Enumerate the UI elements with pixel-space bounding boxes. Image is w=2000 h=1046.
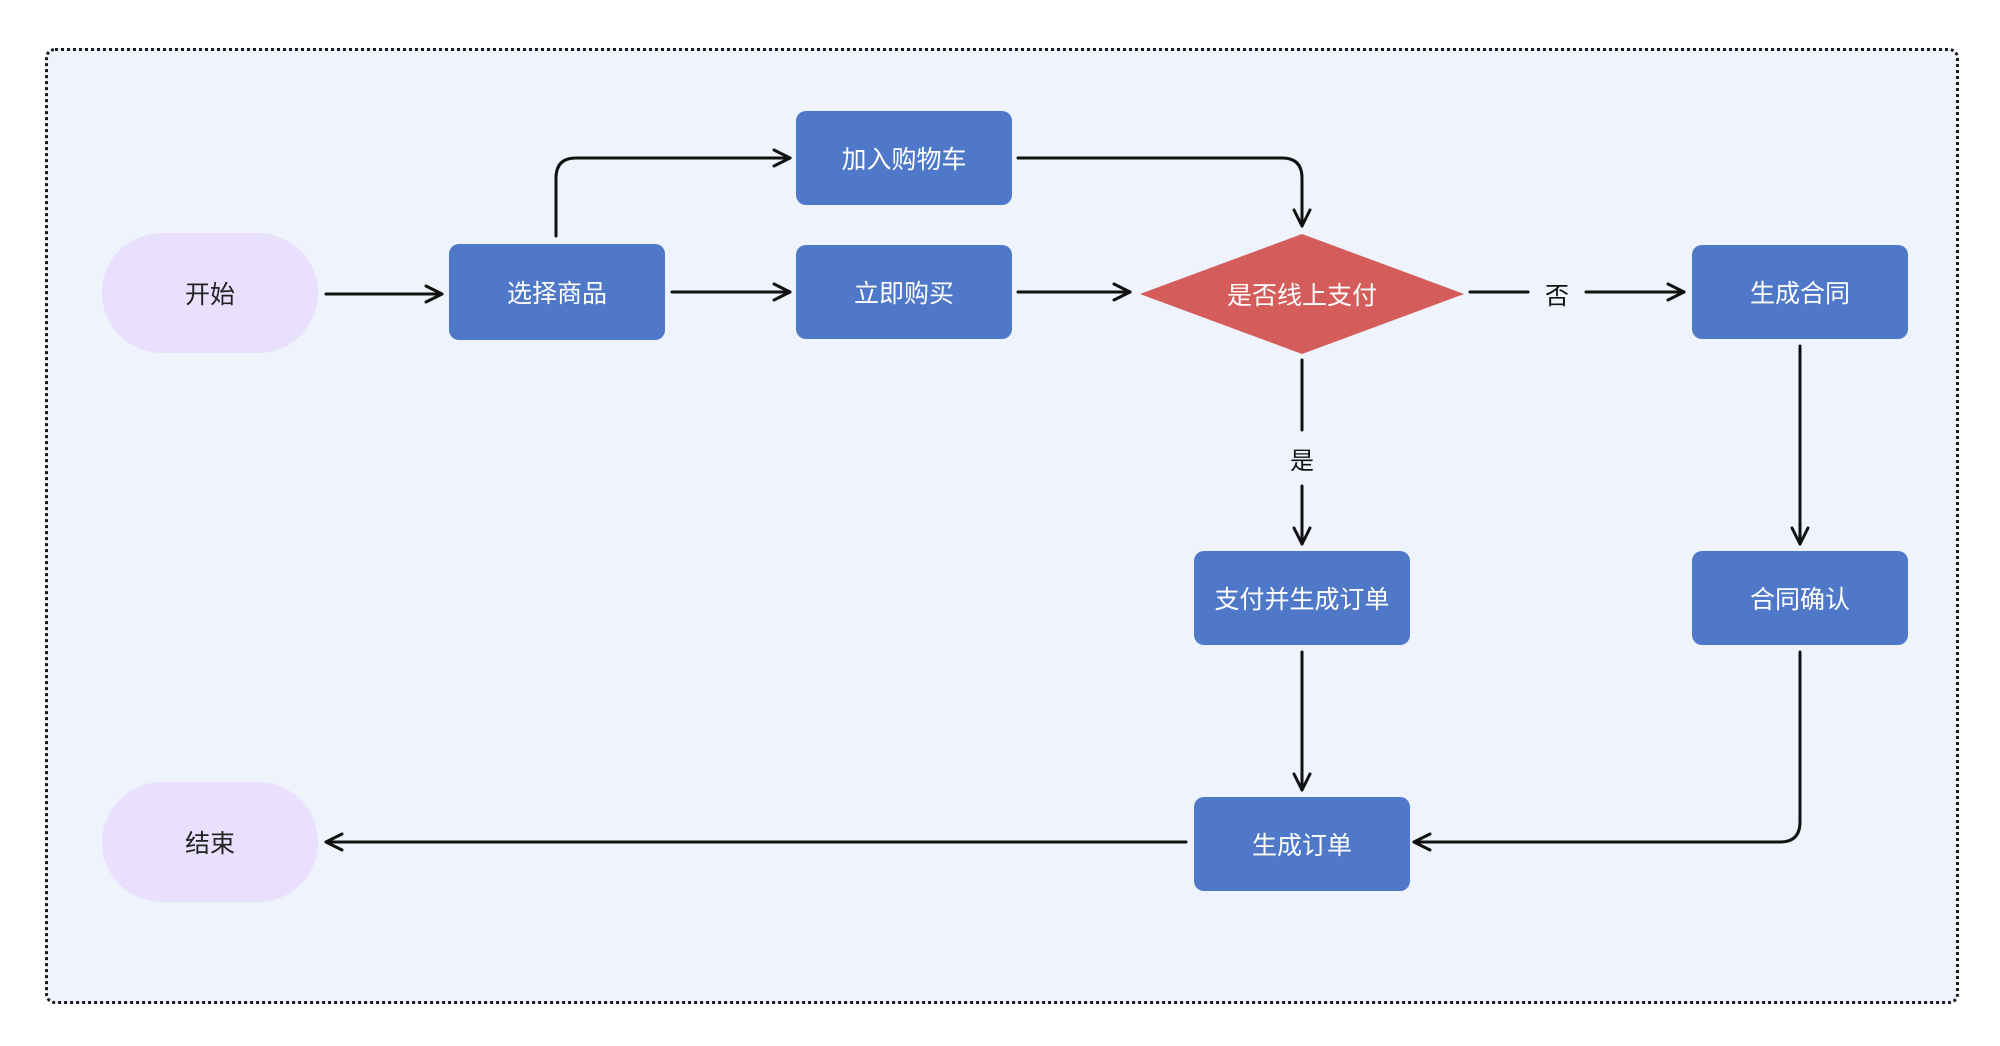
add-to-cart-label: 加入购物车 (841, 145, 967, 174)
edge-label-yes: 是 (1283, 440, 1321, 476)
pay-and-order-node[interactable]: 支付并生成订单 (1194, 551, 1410, 645)
start-node[interactable]: 开始 (102, 233, 318, 353)
generate-contract-node[interactable]: 生成合同 (1692, 245, 1908, 339)
buy-now-node[interactable]: 立即购买 (796, 245, 1012, 339)
pay-and-order-label: 支付并生成订单 (1214, 585, 1390, 614)
edge-select-cart (554, 148, 792, 238)
edge-cart-decision (1016, 156, 1312, 228)
diagram-frame (45, 48, 1959, 1004)
edge-label-no: 否 (1538, 275, 1576, 311)
end-label: 结束 (184, 829, 235, 858)
decision-diamond[interactable] (1140, 234, 1464, 354)
buy-now-label: 立即购买 (853, 279, 954, 308)
edge-confirm-order (1412, 650, 1802, 852)
select-product-label: 选择商品 (506, 279, 607, 308)
decision-label-wrap: 是否线上支付 (1180, 274, 1424, 314)
start-label: 开始 (184, 280, 235, 309)
add-to-cart-node[interactable]: 加入购物车 (796, 111, 1012, 205)
contract-confirm-node[interactable]: 合同确认 (1692, 551, 1908, 645)
decision-label: 是否线上支付 (1226, 281, 1377, 310)
end-node[interactable]: 结束 (102, 782, 318, 902)
generate-order-node[interactable]: 生成订单 (1194, 797, 1410, 891)
generate-order-label: 生成订单 (1251, 831, 1352, 860)
generate-contract-label: 生成合同 (1749, 279, 1850, 308)
select-product-node[interactable]: 选择商品 (449, 244, 665, 340)
contract-confirm-label: 合同确认 (1749, 585, 1850, 614)
